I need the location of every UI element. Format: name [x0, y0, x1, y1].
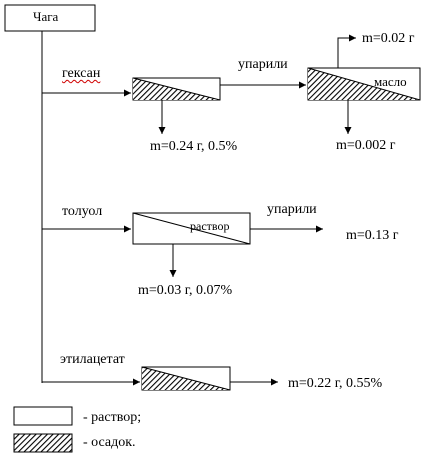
- toluene-solution-label: раствор: [190, 219, 230, 233]
- ethyl-acetate-solvent-label: этилацетат: [58, 352, 127, 368]
- hexane-evaporated-label: упарили: [234, 57, 292, 73]
- legend-precipitate-label: - осадок.: [83, 435, 136, 451]
- toluene-evaporated-label: упарили: [263, 202, 321, 218]
- oil-up-arrow: [337, 34, 356, 68]
- legend-solution-label: - раствор;: [83, 410, 142, 426]
- hexane-precipitate-mass-label: m=0.24 г, 0.5%: [146, 139, 242, 155]
- ethyl-acetate-mass-label: m=0.22 г, 0.55%: [284, 376, 387, 392]
- toluene-solution-mass-label: m=0.13 г: [340, 228, 405, 244]
- toluene-precipitate-mass-label: m=0.03 г, 0.07%: [134, 283, 237, 299]
- toluene-solvent-label: толуол: [56, 204, 109, 220]
- source-label: Чага: [33, 9, 59, 24]
- oil-mass-label: m=0.002 г: [332, 138, 400, 154]
- hexane-solvent-label: гексан: [60, 66, 103, 82]
- legend-precipitate-swatch: [13, 433, 73, 453]
- legend-solution-swatch: [13, 406, 73, 426]
- oil-label: масло: [374, 74, 407, 89]
- hexane-top-mass-label: m=0.02 г: [360, 31, 417, 47]
- source-box: [4, 4, 96, 32]
